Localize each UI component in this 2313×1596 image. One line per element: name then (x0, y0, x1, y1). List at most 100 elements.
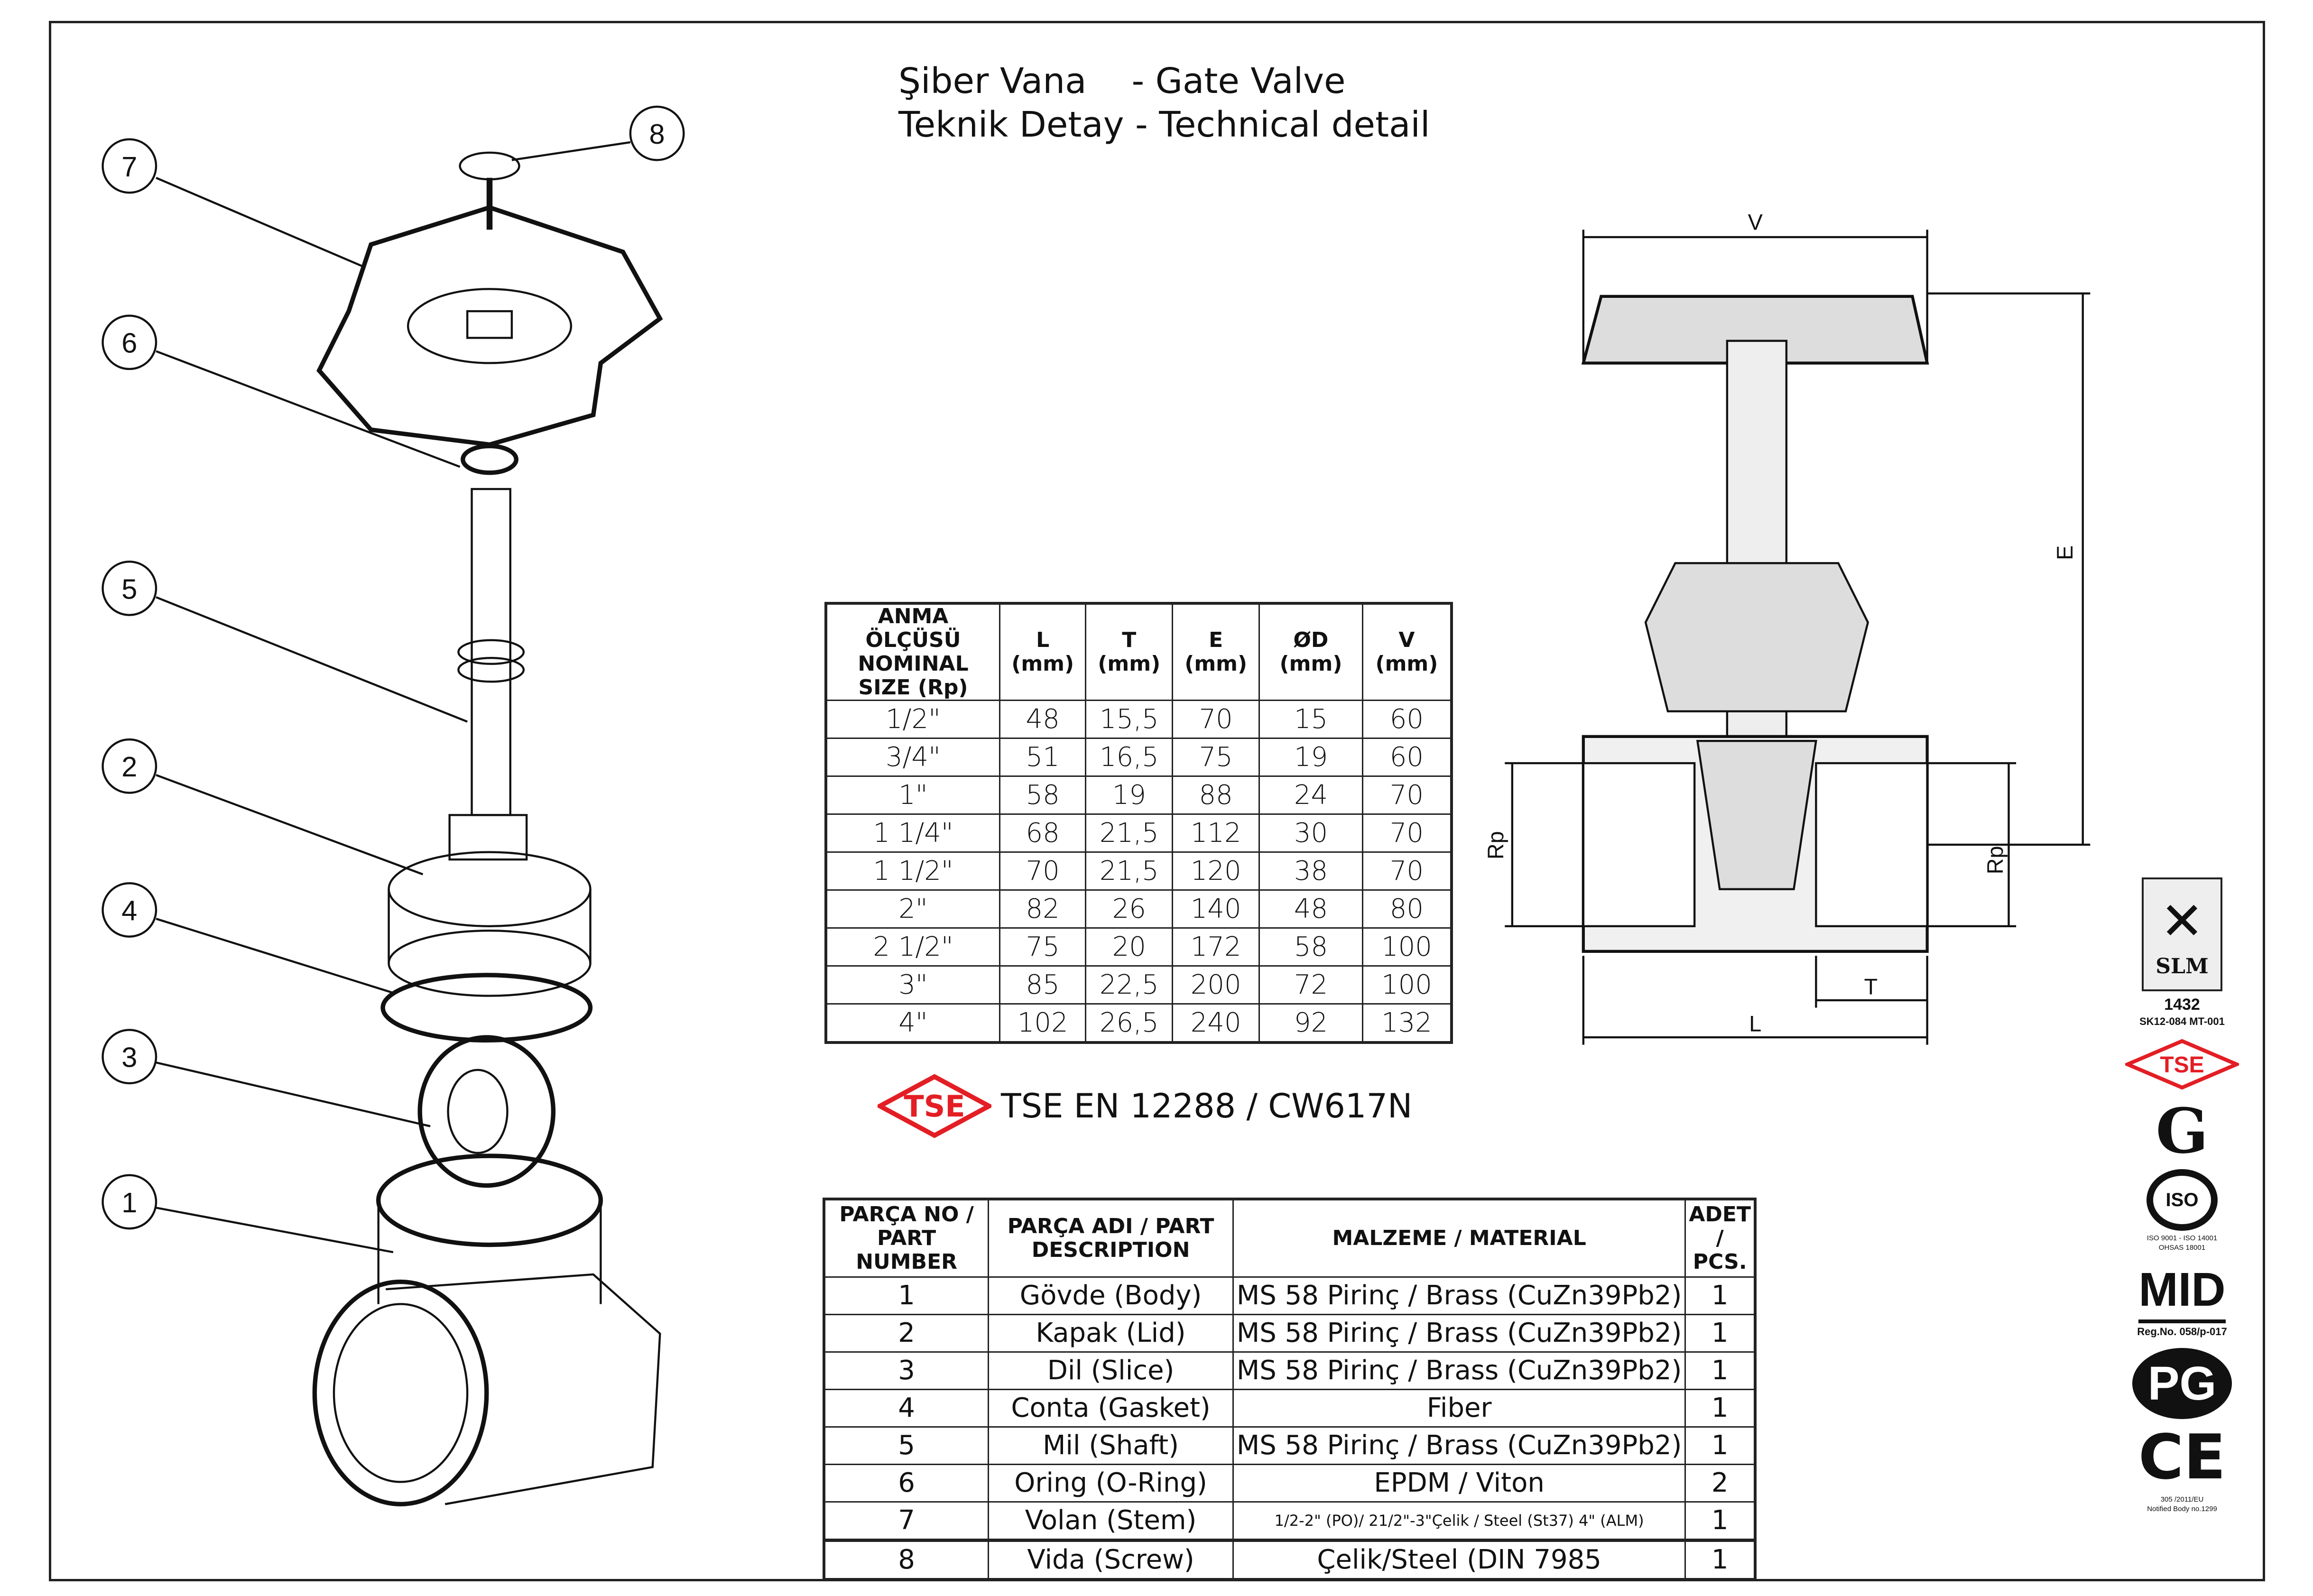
pcs-cell: 1 (1684, 1389, 1756, 1428)
g-logo: G (2156, 1094, 2209, 1167)
svg-text:TSE: TSE (2160, 1052, 2204, 1078)
dimension-cell: 21,5 (1085, 813, 1174, 853)
dim-label-v: V (1748, 210, 1763, 234)
dimension-cell: 100 (1361, 927, 1453, 967)
dimension-cell: 100 (1361, 965, 1453, 1005)
dimension-cell: 60 (1361, 738, 1453, 777)
ce-notified-body: Notified Body no.1299 (2147, 1505, 2217, 1513)
header-material: MALZEME / MATERIAL (1232, 1198, 1686, 1278)
dimension-cell: 26,5 (1085, 1003, 1174, 1043)
dimension-cell: 68 (999, 813, 1087, 853)
mid-reg-no: Reg.No. 058/p-017 (2137, 1325, 2227, 1338)
slm-x-icon: ✕ (2160, 890, 2204, 951)
dimension-cell: 140 (1172, 889, 1260, 929)
dimension-cell: 2" (825, 889, 1000, 929)
part-description-cell: Vida (Screw) (988, 1539, 1234, 1580)
part-number-cell: 5 (823, 1426, 990, 1465)
dimension-cell: 24 (1258, 775, 1363, 815)
header-od: ØD (mm) (1258, 602, 1363, 701)
part-number-cell: 6 (823, 1464, 990, 1503)
dimension-cell: 22,5 (1085, 965, 1174, 1005)
header-part-number: PARÇA NO / PART NUMBER (823, 1198, 990, 1278)
pcs-cell: 1 (1684, 1351, 1756, 1390)
dimension-cell: 16,5 (1085, 738, 1174, 777)
dimension-cell: 15 (1258, 700, 1363, 739)
standard-text: TSE EN 12288 / CW617N (1001, 1087, 1413, 1126)
iso-standards: ISO 9001 - ISO 14001 (2146, 1234, 2218, 1242)
dimension-table: ANMA ÖLÇÜSÜ NOMINAL SIZE (Rp) L (mm) T (… (824, 602, 1453, 1044)
dimension-cell: 70 (1361, 775, 1453, 815)
svg-text:2: 2 (121, 751, 137, 783)
svg-text:8: 8 (649, 118, 665, 150)
callout-3: 3 (102, 1029, 431, 1127)
drawing-title: Şiber Vana- Gate Valve Teknik Detay - Te… (898, 59, 1430, 147)
svg-text:4: 4 (121, 895, 137, 926)
dimension-cell: 60 (1361, 700, 1453, 739)
section-view: V E L T Rp Rp (1483, 210, 2091, 1045)
parts-header-row: PARÇA NO / PART NUMBER PARÇA ADI / PART … (823, 1198, 1756, 1278)
dimension-cell: 1/2" (825, 700, 1000, 739)
svg-text:TSE: TSE (904, 1089, 965, 1124)
pcs-cell: 1 (1684, 1539, 1756, 1580)
pcs-cell: 2 (1684, 1464, 1756, 1503)
material-cell: Çelik/Steel (DIN 7985 (1232, 1539, 1686, 1580)
callout-8: 8 (511, 105, 685, 161)
dimension-cell: 19 (1258, 738, 1363, 777)
dimension-cell: 4" (825, 1003, 1000, 1043)
part-number-cell: 3 (823, 1351, 990, 1390)
dimension-cell: 75 (999, 927, 1087, 967)
dimension-cell: 172 (1172, 927, 1260, 967)
dim-label-e: E (2053, 545, 2077, 560)
part-description-cell: Oring (O-Ring) (988, 1464, 1234, 1503)
part-number-cell: 4 (823, 1389, 990, 1428)
part-number-cell: 7 (823, 1501, 990, 1541)
material-cell: MS 58 Pirinç / Brass (CuZn39Pb2) (1232, 1426, 1686, 1465)
material-cell: MS 58 Pirinç / Brass (CuZn39Pb2) (1232, 1314, 1686, 1353)
slm-logo-text: SLM (2156, 954, 2209, 978)
dimension-cell: 72 (1258, 965, 1363, 1005)
dimension-cell: 70 (999, 851, 1087, 891)
header-pcs: ADET / PCS. (1684, 1198, 1756, 1278)
svg-text:7: 7 (121, 151, 137, 183)
svg-text:5: 5 (121, 573, 137, 605)
part-description-cell: Conta (Gasket) (988, 1389, 1234, 1428)
dimension-cell: 2 1/2" (825, 927, 1000, 967)
dimension-cell: 120 (1172, 851, 1260, 891)
part-description-cell: Mil (Shaft) (988, 1426, 1234, 1465)
callout-6: 6 (102, 314, 461, 468)
ohsas-standard: OHSAS 18001 (2158, 1243, 2206, 1252)
callout-2: 2 (102, 738, 424, 876)
iso-logo: ISO (2146, 1169, 2218, 1231)
part-number-cell: 2 (823, 1314, 990, 1353)
dimension-cell: 19 (1085, 775, 1174, 815)
dim-label-rp-right: Rp (1983, 846, 2008, 875)
part-description-cell: Volan (Stem) (988, 1501, 1234, 1541)
callout-4: 4 (102, 882, 394, 994)
mid-logo: MID (2138, 1260, 2226, 1323)
dimension-cell: 112 (1172, 813, 1260, 853)
ce-regulation: 305 /2011/EU (2160, 1495, 2204, 1504)
svg-text:1: 1 (121, 1187, 137, 1218)
header-part-description: PARÇA ADI / PART DESCRIPTION (988, 1198, 1234, 1278)
dimension-cell: 80 (1361, 889, 1453, 929)
dimension-cell: 132 (1361, 1003, 1453, 1043)
exploded-view: 7 6 5 2 4 3 1 8 (102, 105, 685, 1506)
dimension-cell: 82 (999, 889, 1087, 929)
material-cell: 1/2-2" (PO)/ 21/2"-3"Çelik / Steel (St37… (1232, 1501, 1686, 1541)
dimension-cell: 48 (999, 700, 1087, 739)
title-line2: Teknik Detay - Technical detail (898, 104, 1430, 145)
dimension-cell: 75 (1172, 738, 1260, 777)
material-cell: MS 58 Pirinç / Brass (CuZn39Pb2) (1232, 1276, 1686, 1315)
part-description-cell: Gövde (Body) (988, 1276, 1234, 1315)
